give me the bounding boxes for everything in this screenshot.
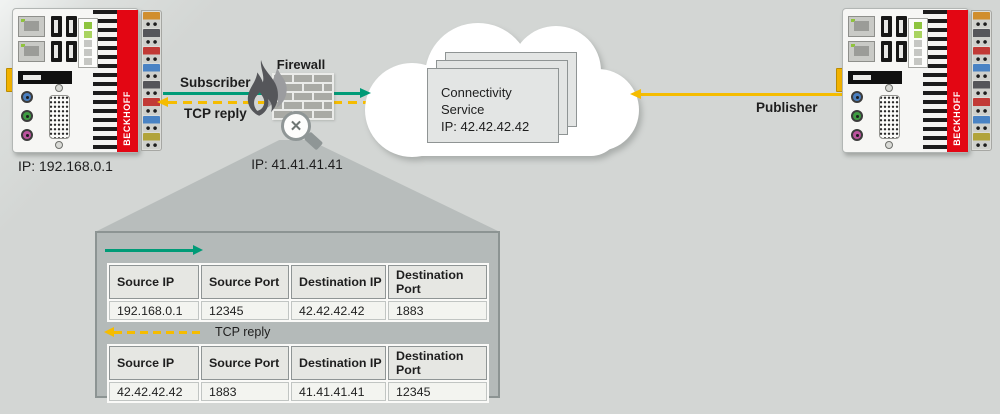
tcp-reply-label: TCP reply (184, 106, 247, 121)
usb-ports (881, 16, 908, 62)
publisher-arrowhead-icon (630, 89, 641, 99)
publisher-label: Publisher (756, 100, 818, 115)
firewall-detail-panel: Source IP Source Port Destination IP Des… (95, 231, 500, 403)
tcp-reply-arrowhead-icon (157, 97, 168, 107)
firewall-label: Firewall (276, 57, 326, 72)
io-terminal-strip (971, 10, 992, 151)
cell-destination-ip: 42.42.42.42 (291, 301, 386, 320)
cell-destination-port: 1883 (388, 301, 487, 320)
cell-source-ip: 192.168.0.1 (109, 301, 199, 320)
col-source-port: Source Port (201, 265, 289, 299)
device-body: BECKHOFF (12, 8, 139, 153)
left-device: BECKHOFF (6, 8, 164, 155)
col-destination-port: Destination Port (388, 265, 487, 299)
flame-icon (247, 60, 287, 116)
ethernet-ports (18, 16, 45, 66)
line-out-jack (851, 110, 863, 122)
beckhoff-logo: BECKHOFF (952, 91, 962, 146)
x-icon: ✕ (289, 117, 303, 135)
speaker-icon (18, 71, 72, 84)
table-header-row: Source IP Source Port Destination IP Des… (109, 265, 487, 299)
audio-jacks (851, 91, 863, 141)
magnifier-lens: ✕ (281, 111, 311, 141)
subscriber-label: Subscriber (180, 75, 251, 90)
publisher-arrow-line (640, 93, 844, 96)
beckhoff-logo: BECKHOFF (122, 91, 132, 146)
screw-icon (885, 84, 893, 92)
col-source-port: Source Port (201, 346, 289, 380)
reply-arrowhead-icon (104, 327, 114, 337)
table-row: 42.42.42.42 1883 41.41.41.41 12345 (109, 382, 487, 401)
ethernet-ports (848, 16, 875, 66)
screw-icon (885, 141, 893, 149)
reply-label: TCP reply (215, 325, 271, 339)
col-destination-ip: Destination IP (291, 346, 386, 380)
table-row: 192.168.0.1 12345 42.42.42.42 1883 (109, 301, 487, 320)
cell-source-port: 1883 (201, 382, 289, 401)
line-in-jack (851, 91, 863, 103)
beckhoff-logo-strip: BECKHOFF (117, 10, 138, 152)
cell-source-ip: 42.42.42.42 (109, 382, 199, 401)
mic-in-jack (851, 129, 863, 141)
reply-nat-table: Source IP Source Port Destination IP Des… (107, 344, 489, 403)
col-destination-ip: Destination IP (291, 265, 386, 299)
led-panel (78, 18, 98, 68)
col-destination-port: Destination Port (388, 346, 487, 380)
right-device: BECKHOFF (836, 8, 994, 155)
screw-icon (55, 141, 63, 149)
mic-in-jack (21, 129, 33, 141)
dvi-port (49, 95, 70, 139)
connectivity-card: Connectivity Service IP: 42.42.42.42 (427, 68, 559, 143)
dvi-port (879, 95, 900, 139)
request-arrowhead-icon (193, 245, 203, 255)
led-panel (908, 18, 928, 68)
line-in-jack (21, 91, 33, 103)
left-device-ip-label: IP: 192.168.0.1 (18, 158, 113, 174)
io-terminal-strip (141, 10, 162, 151)
magnifier-icon: ✕ (281, 111, 325, 155)
col-source-ip: Source IP (109, 265, 199, 299)
device-body: BECKHOFF (842, 8, 969, 153)
cell-source-port: 12345 (201, 301, 289, 320)
reply-arrow-line (114, 331, 202, 334)
usb-ports (51, 16, 78, 62)
cell-destination-ip: 41.41.41.41 (291, 382, 386, 401)
line-out-jack (21, 110, 33, 122)
request-arrow-line (105, 249, 195, 252)
cell-destination-port: 12345 (388, 382, 487, 401)
audio-jacks (21, 91, 33, 141)
firewall-ip-label: IP: 41.41.41.41 (251, 157, 343, 172)
beckhoff-logo-strip: BECKHOFF (947, 10, 968, 152)
cloud-service-ip: IP: 42.42.42.42 (441, 119, 530, 134)
col-source-ip: Source IP (109, 346, 199, 380)
cloud-service-title: Connectivity Service (441, 85, 512, 117)
request-nat-table: Source IP Source Port Destination IP Des… (107, 263, 489, 322)
subscriber-arrowhead-icon (360, 88, 371, 98)
screw-icon (55, 84, 63, 92)
speaker-icon (848, 71, 902, 84)
table-header-row: Source IP Source Port Destination IP Des… (109, 346, 487, 380)
